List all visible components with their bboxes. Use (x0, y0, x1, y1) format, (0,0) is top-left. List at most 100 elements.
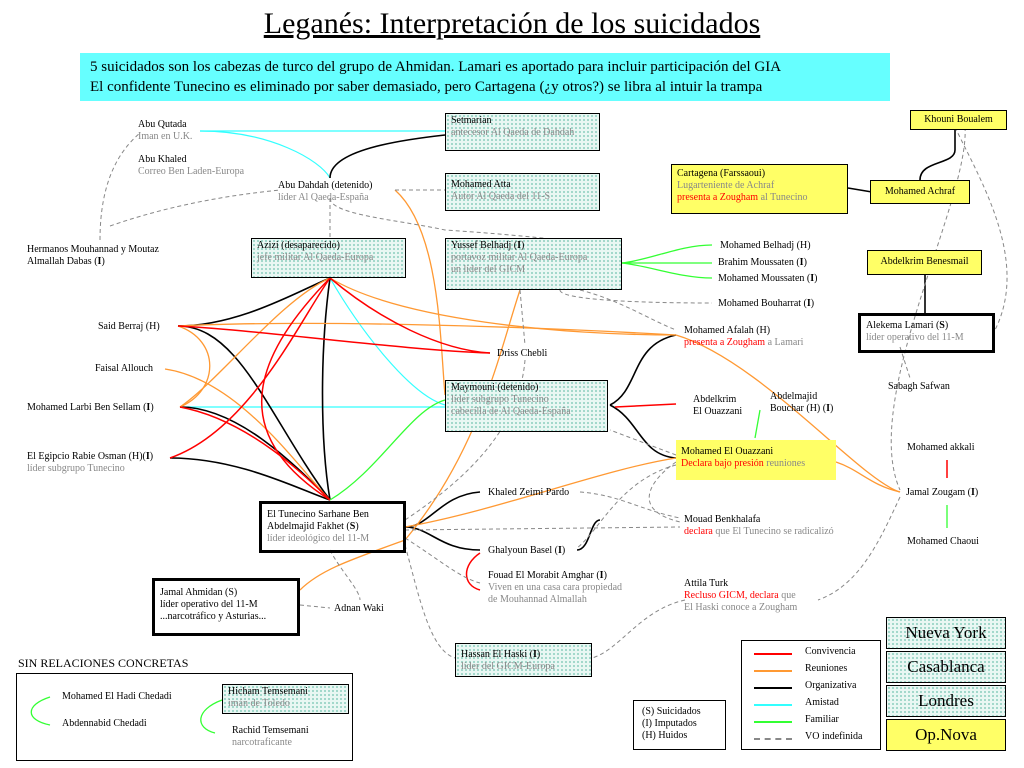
link-berraj-chebli (177, 325, 491, 354)
link-berraj-sellam (177, 325, 211, 408)
node-said-berraj: Said Berraj (H) (98, 321, 160, 332)
link-azizi-tunecino (321, 277, 331, 501)
node-maymouni: Maymouni (detenido) líder subgrupo Tunec… (445, 380, 608, 432)
node-faisal-allouch: Faisal Allouch (95, 363, 154, 374)
node-mohamed-bouharrat: Mohamed Bouharrat (I) (718, 298, 815, 309)
no-relations-heading: SIN RELACIONES CONCRETAS (18, 656, 189, 670)
link-ouazzani-benkhalafa (648, 461, 681, 523)
link-tunecino-maymouni (329, 399, 446, 501)
link-tunecino-benkhalafa (404, 526, 681, 531)
link-hermanos-qutada (99, 132, 141, 241)
node-ben-sellam: Mohamed Larbi Ben Sellam (I) (27, 402, 154, 413)
banner-line-1: 5 suicidados son los cabezas de turco de… (90, 59, 782, 75)
link-berraj-tunecino (177, 325, 331, 501)
link-belhadj-mbelhadj (621, 244, 713, 264)
link-tunecino-adnan (329, 549, 361, 601)
summary-banner: 5 suicidados son los cabezas de turco de… (80, 53, 890, 101)
node-khaled-zeimi: Khaled Zeimi Pardo (488, 487, 570, 498)
link-afalah-zougam (675, 334, 901, 493)
node-el-tunecino: El Tunecino Sarhane Ben Abdelmajid Fakhe… (259, 501, 406, 553)
node-hassan-el-haski: Hassan El Haski (I) líder del GICM-Europ… (455, 643, 592, 677)
node-mohamed-chaoui: Mohamed Chaoui (907, 536, 979, 547)
no-relations-panel (16, 673, 353, 761)
node-fouad-morabit: Fouad El Morabit Amghar (I) Viven en una… (488, 570, 623, 605)
legend-swatch (754, 721, 792, 723)
link-allouch-tunecino (164, 368, 331, 501)
node-attila-turk: Attila Turk Recluso GICM, declara que El… (684, 578, 798, 613)
link-ouazzani-maymouni (609, 429, 677, 456)
link-lamari-sabagh (899, 346, 911, 379)
node-abu-dahdah: Abu Dahdah (detenido) líder Al Qaeda-Esp… (278, 180, 373, 203)
link-azizi-sellam (179, 277, 331, 408)
node-driss-chebli: Driss Chebli (497, 348, 548, 359)
link-achraf-cartagena (847, 187, 873, 193)
link-ghalyoun-morabit-red (465, 552, 481, 591)
link-afalah-maymouni (609, 334, 677, 406)
link-ouazzani-ghalyoun (576, 464, 677, 549)
node-ghalyoun-basel: Ghalyoun Basel (I) (488, 545, 566, 556)
node-mohamed-afalah: Mohamed Afalah (H) presenta a Zougham a … (684, 325, 804, 348)
link-ouazzani-bouchar (754, 409, 761, 439)
legend-casablanca: Casablanca (886, 651, 1006, 683)
node-azizi: Azizi (desaparecido) jefe militar Al Qae… (251, 238, 406, 278)
link-cartagena-zougam (890, 126, 966, 491)
link-tunecino-ghalyoun (404, 526, 481, 551)
legend-swatch (754, 653, 792, 655)
link-belhadj-mmoussaten (621, 262, 713, 279)
link-belhadj-bouharrat (559, 289, 713, 304)
legend-label: Reuniones (805, 663, 848, 674)
legend-row: Familiar (750, 714, 880, 728)
link-abdelkrim-ouazzani (614, 403, 677, 408)
node-hicham-temsemani: Hicham Temsemani imán de Toledo (222, 684, 349, 714)
legend-row: Organizativa (750, 680, 880, 694)
node-mohamed-achraf: Mohamed Achraf (870, 180, 970, 204)
link-ouazzani-zougam (835, 461, 901, 493)
link-tunecino-haski (404, 544, 456, 659)
node-mouad-benkhalafa: Mouad Benkhalafa declara que El Tunecino… (684, 514, 834, 537)
node-khouni-boualem: Khouni Boualem (910, 110, 1007, 130)
indefinida-links (99, 126, 1008, 659)
node-mohamed-atta: Mohamed Atta Autor Al Qaeda del 11-S (445, 173, 600, 211)
node-brahim-moussaten: Brahim Moussaten (I) (718, 257, 807, 268)
legend-swatch (754, 704, 792, 706)
node-abu-khaled: Abu Khaled Correo Ben Laden-Europa (138, 154, 245, 177)
node-abdennabid-chedadi: Abdennabid Chedadi (62, 718, 147, 729)
link-azizi-chebli (329, 277, 491, 354)
link-azizi-maymouni (329, 277, 446, 406)
node-cartagena: Cartagena (Farssaoui) Lugarteniente de A… (671, 164, 848, 214)
link-azizi-afalah (329, 277, 677, 336)
link-sellam-tunecino-red (179, 406, 331, 501)
legend-label: VO indefinida (805, 731, 863, 742)
node-abu-qutada: Abu Qutada Iman en U.K. (138, 119, 193, 142)
legend-label: Familiar (805, 714, 839, 725)
legend-swatch (754, 687, 792, 689)
node-jamal-zougam: Jamal Zougam (I) (906, 487, 979, 498)
link-qutada-dahdah (199, 130, 331, 179)
link-tunecino-ouazzani (404, 457, 677, 528)
link-tunecino-zeimi (404, 491, 481, 528)
legend-label: Convivencia (805, 646, 856, 657)
link-ahmidan-adnan (299, 604, 331, 609)
node-abdelkrim-benesmail: Abdelkrim Benesmail (867, 250, 982, 275)
link-zougam-attila (817, 496, 901, 601)
node-alekema-lamari: Alekema Lamari (S) líder operativo del 1… (858, 313, 995, 353)
link-dahdah-maymouni (394, 189, 446, 396)
node-mohamed-el-ouazzani: Mohamed El Ouazzani Declara bajo presión… (676, 440, 836, 480)
amistad-links (180, 130, 446, 408)
node-el-hadi-chedadi: Mohamed El Hadi Chedadi (62, 691, 172, 702)
link-dahdah-setmarian (329, 134, 446, 179)
legend-nueva-york: Nueva York (886, 617, 1006, 649)
node-setmarian: Setmarian antecesor Al Qaeda de Dahdah (445, 113, 600, 151)
legend-label: Amistad (805, 697, 839, 708)
link-khouni-lamari (954, 126, 1008, 331)
convivencia-links (169, 277, 948, 591)
legend-op-nova: Op.Nova (886, 719, 1006, 751)
node-el-egipcio: El Egipcio Rabie Osman (H)(I) líder subg… (27, 451, 154, 474)
node-mohamed-moussaten: Mohamed Moussaten (I) (718, 273, 818, 284)
legend-row: Amistad (750, 697, 880, 711)
link-tunecino-morabit (404, 537, 481, 584)
node-mohamed-akkali: Mohamed akkali (907, 442, 975, 453)
link-sellam-tunecino (179, 406, 331, 501)
